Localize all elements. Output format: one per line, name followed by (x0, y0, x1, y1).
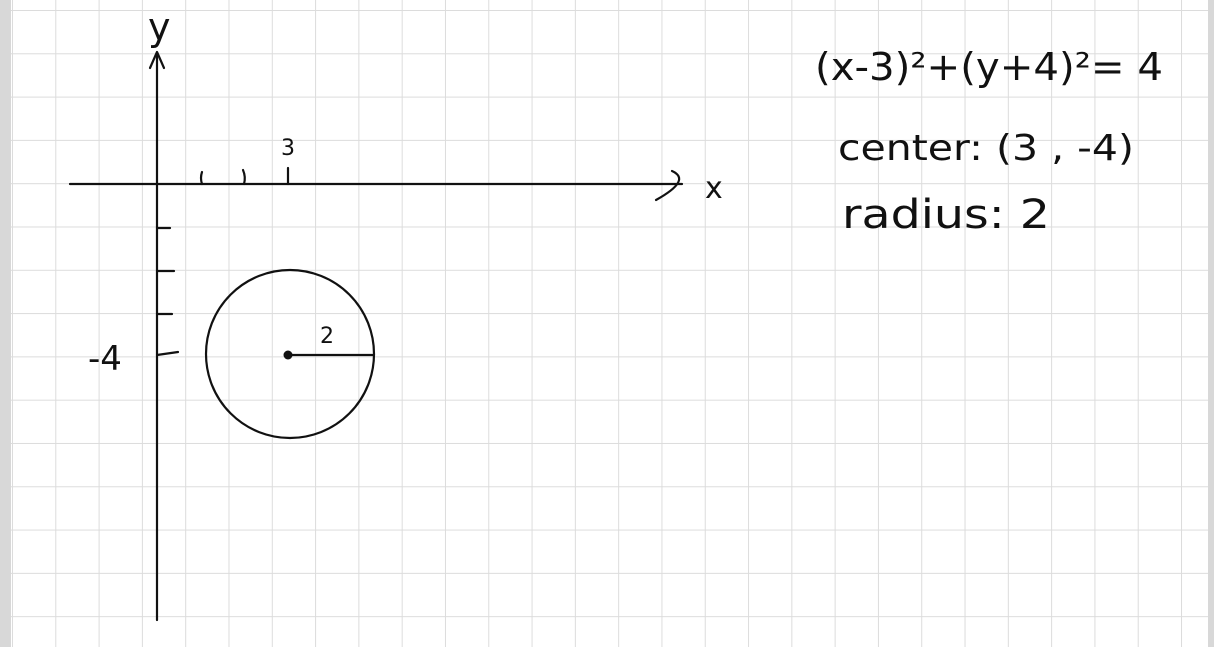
y-axis-label: y (148, 5, 171, 49)
radius-label: 2 (320, 324, 334, 349)
x-tick-label: 3 (281, 136, 295, 161)
center-note: center: (3 , -4) (838, 128, 1134, 169)
x-tick-2 (241, 168, 246, 186)
y-tick-4 (155, 350, 180, 357)
left-edge-bar (0, 0, 11, 647)
y-tick-label: -4 (88, 339, 122, 379)
x-axis-arrow (654, 169, 681, 202)
y-axis-arrow (148, 50, 166, 70)
right-edge-bar (1208, 0, 1214, 647)
x-tick-1 (199, 170, 204, 186)
x-axis-label: x (705, 171, 723, 206)
circle-equation: (x-3)²+(y+4)²= 4 (815, 45, 1163, 89)
radius-note: radius: 2 (842, 192, 1050, 238)
